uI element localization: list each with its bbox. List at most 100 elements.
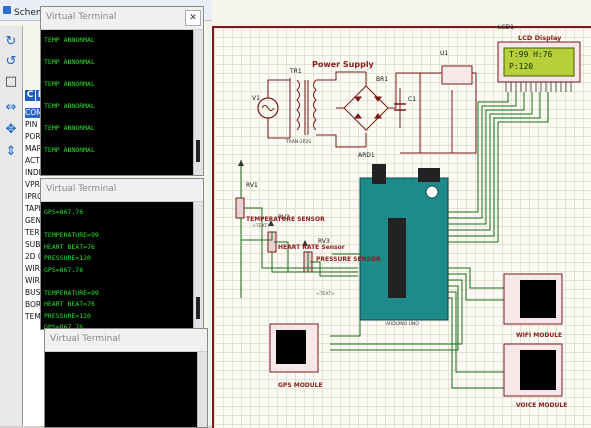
device-list-item[interactable]: PIN	[25, 120, 38, 129]
bridge-rectifier-br1	[343, 85, 389, 131]
regulator-u1	[441, 65, 473, 85]
br1-label: BR1	[376, 76, 389, 83]
lcd-title-label: LCD Display	[518, 34, 562, 42]
terminal-3-title: Virtual Terminal	[50, 334, 121, 344]
device-list-item[interactable]: IPRO	[25, 192, 43, 201]
terminal-line: TEMPERATURE=99	[44, 288, 99, 297]
heart-rate-sensor-label: HEART RATE Sensor	[278, 244, 345, 251]
wifi-module-screen	[520, 280, 556, 318]
tr1-label: TR1	[290, 68, 302, 75]
undo-icon[interactable]: ↺	[5, 54, 17, 69]
terminal-line: GPS=867.76	[44, 323, 84, 331]
voice-module-label: VOICE MODULE	[516, 402, 568, 409]
device-list-item[interactable]: TEMP	[25, 312, 46, 321]
device-list-item[interactable]: TERM	[25, 228, 47, 237]
sensor-wires	[240, 160, 362, 298]
gps-module-screen	[276, 330, 306, 364]
terminal-line: TEMPERATURE=99	[44, 231, 99, 239]
capacitor-c1	[394, 103, 406, 111]
temperature-sensor-label: TEMPERATURE SENSOR	[246, 216, 325, 223]
device-list-item[interactable]: BUS V	[25, 288, 47, 297]
device-list-item[interactable]: GENE	[25, 216, 46, 225]
power-supply-label: Power Supply	[312, 60, 374, 69]
terminal-1-output: TEMP ABNORMAL TEMP ABNORMAL TEMP ABNORMAL T…	[41, 30, 194, 175]
terminal-3-output	[45, 352, 198, 427]
lcd-screen	[503, 47, 575, 77]
terminal-line: TEMP ABNORMAL	[44, 80, 95, 88]
terminal-1-title: Virtual Terminal	[46, 12, 117, 22]
lcd-pins	[505, 82, 572, 92]
device-list-item[interactable]: INDIC	[25, 168, 47, 177]
virtual-terminal-3[interactable]: Virtual Terminal	[44, 328, 208, 428]
rv1-label: RV1	[246, 182, 258, 189]
device-list-item[interactable]: BORD	[25, 300, 47, 309]
terminal-2-title: Virtual Terminal	[46, 184, 117, 194]
pan-vertical-icon[interactable]: ⇕	[5, 144, 17, 159]
terminal-1-scrollbar[interactable]	[193, 30, 203, 175]
pressure-sensor-label: PRESSURE SENSOR	[316, 256, 381, 263]
terminal-line: GPS=867.76	[44, 208, 84, 216]
ac-source-v1	[257, 97, 279, 119]
ard1-label: ARD1	[358, 152, 375, 159]
drag-icon[interactable]: ✥	[5, 122, 17, 137]
app-icon	[3, 6, 11, 14]
wifi-module-label: WIFI MODULE	[516, 332, 563, 339]
terminal-line: HEART BEAT=76	[44, 300, 95, 308]
arduino-logo	[425, 185, 439, 199]
device-list-item[interactable]: SUBC	[25, 240, 46, 249]
pan-horizontal-icon[interactable]: ⇔	[5, 100, 17, 115]
device-list-item[interactable]: ACTU	[25, 156, 46, 165]
c1-label: C1	[408, 96, 417, 103]
module-wires	[330, 267, 510, 389]
power-wires	[267, 71, 477, 154]
gps-module-label: GPS MODULE	[278, 382, 323, 389]
device-list-item[interactable]: MARK	[25, 144, 47, 153]
supply-arrows	[238, 160, 308, 246]
zoom-icon[interactable]: □	[4, 74, 18, 89]
lcd-bus-wires	[448, 92, 549, 243]
transformer-tr1	[289, 78, 317, 138]
device-list-item[interactable]: 2D GF	[25, 252, 47, 261]
terminal-3-scrollbar[interactable]	[197, 352, 207, 427]
u1-label: U1	[440, 50, 449, 57]
terminal-line: TEMP ABNORMAL	[44, 146, 95, 154]
tr1-model-label: TRAN-2P2S	[286, 140, 312, 145]
device-list-item[interactable]: WIRE	[25, 276, 45, 285]
usb-connector	[372, 164, 386, 184]
terminal-line: TEMP ABNORMAL	[44, 102, 95, 110]
terminal-line: GPS=867.76	[44, 265, 84, 274]
terminal-line: PRESSURE=120	[44, 311, 91, 320]
arduino-model-label: ARDUINO UNO	[386, 322, 419, 327]
device-list-item[interactable]: COMP	[25, 108, 47, 118]
rv1-text-placeholder: <TEXT>	[252, 224, 271, 229]
lcd-ref-label: LCD1	[498, 24, 514, 31]
terminal-line: TEMP ABNORMAL	[44, 36, 95, 44]
rv3-text-placeholder: <TEXT>	[316, 292, 335, 297]
terminal-line: HEART BEAT=76	[44, 242, 95, 251]
voice-module-screen	[520, 350, 556, 390]
terminal-line: TEMP ABNORMAL	[44, 58, 95, 66]
atmega-chip	[388, 218, 406, 298]
potentiometer-rv1	[235, 197, 245, 219]
terminal-2-scrollbar[interactable]	[193, 202, 203, 329]
device-list-item[interactable]: VPRO	[25, 180, 46, 189]
terminal-3-titlebar[interactable]: Virtual Terminal	[45, 329, 207, 352]
device-list-item[interactable]: WIRE	[25, 264, 45, 273]
mode-c-button[interactable]: C	[25, 90, 35, 101]
terminal-1-titlebar[interactable]: Virtual Terminal ✕	[41, 7, 203, 30]
terminal-line: PRESSURE=120	[44, 254, 91, 262]
lcd-line-1: T:99 H:76	[509, 50, 553, 59]
device-list-item[interactable]: PORT	[25, 132, 45, 141]
close-icon[interactable]: ✕	[185, 10, 201, 26]
terminal-2-titlebar[interactable]: Virtual Terminal	[41, 179, 203, 202]
lcd-line-2: P:120	[509, 62, 534, 71]
refresh-icon[interactable]: ↻	[5, 34, 17, 49]
terminal-line: TEMP ABNORMAL	[44, 124, 95, 132]
rv2-label: RV2	[278, 214, 290, 221]
device-list-item[interactable]: TAPE	[25, 204, 44, 213]
v1-label: V1	[252, 95, 260, 102]
